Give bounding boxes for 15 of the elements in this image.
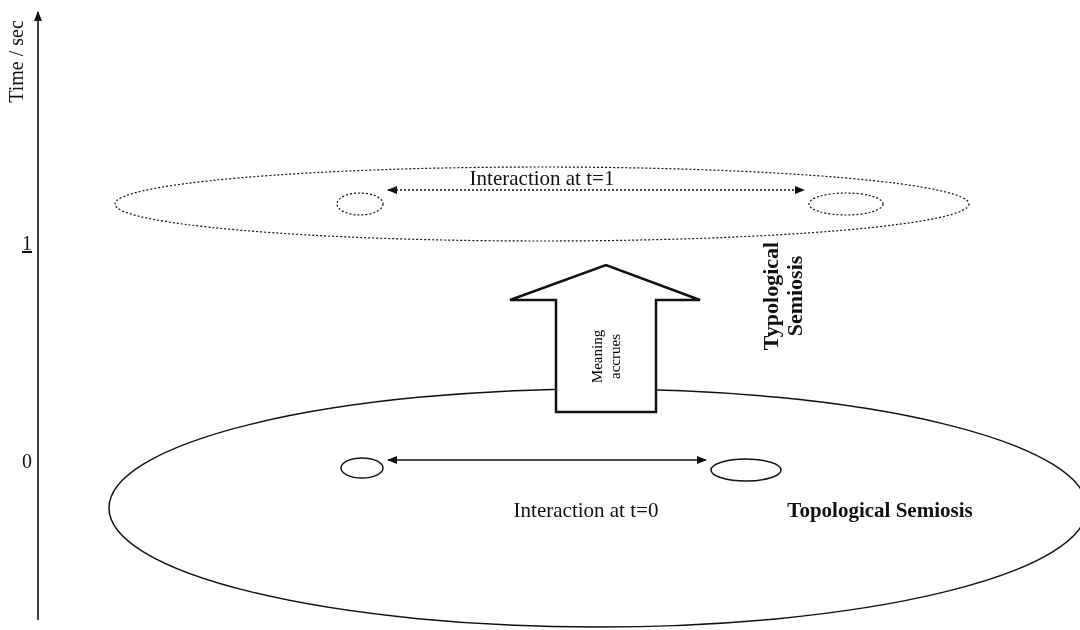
tick-label: 1 xyxy=(22,232,32,255)
plane-label: Topological Semiosis xyxy=(787,498,973,523)
small-ellipse xyxy=(336,192,384,216)
double-arrow xyxy=(387,456,707,464)
interaction-label: Interaction at t=1 xyxy=(469,166,615,191)
axis-title: Time / sec xyxy=(4,20,28,103)
rotated-label: Typological Semiosis xyxy=(759,240,807,353)
tick-label: 0 xyxy=(22,450,32,473)
small-ellipse xyxy=(808,192,884,216)
double-arrow xyxy=(387,186,805,194)
ellipse-plane xyxy=(108,388,1080,628)
small-ellipse xyxy=(340,457,384,479)
small-ellipse xyxy=(710,458,782,482)
dotted-ellipse xyxy=(114,166,970,242)
interaction-label: Interaction at t=0 xyxy=(513,498,659,523)
